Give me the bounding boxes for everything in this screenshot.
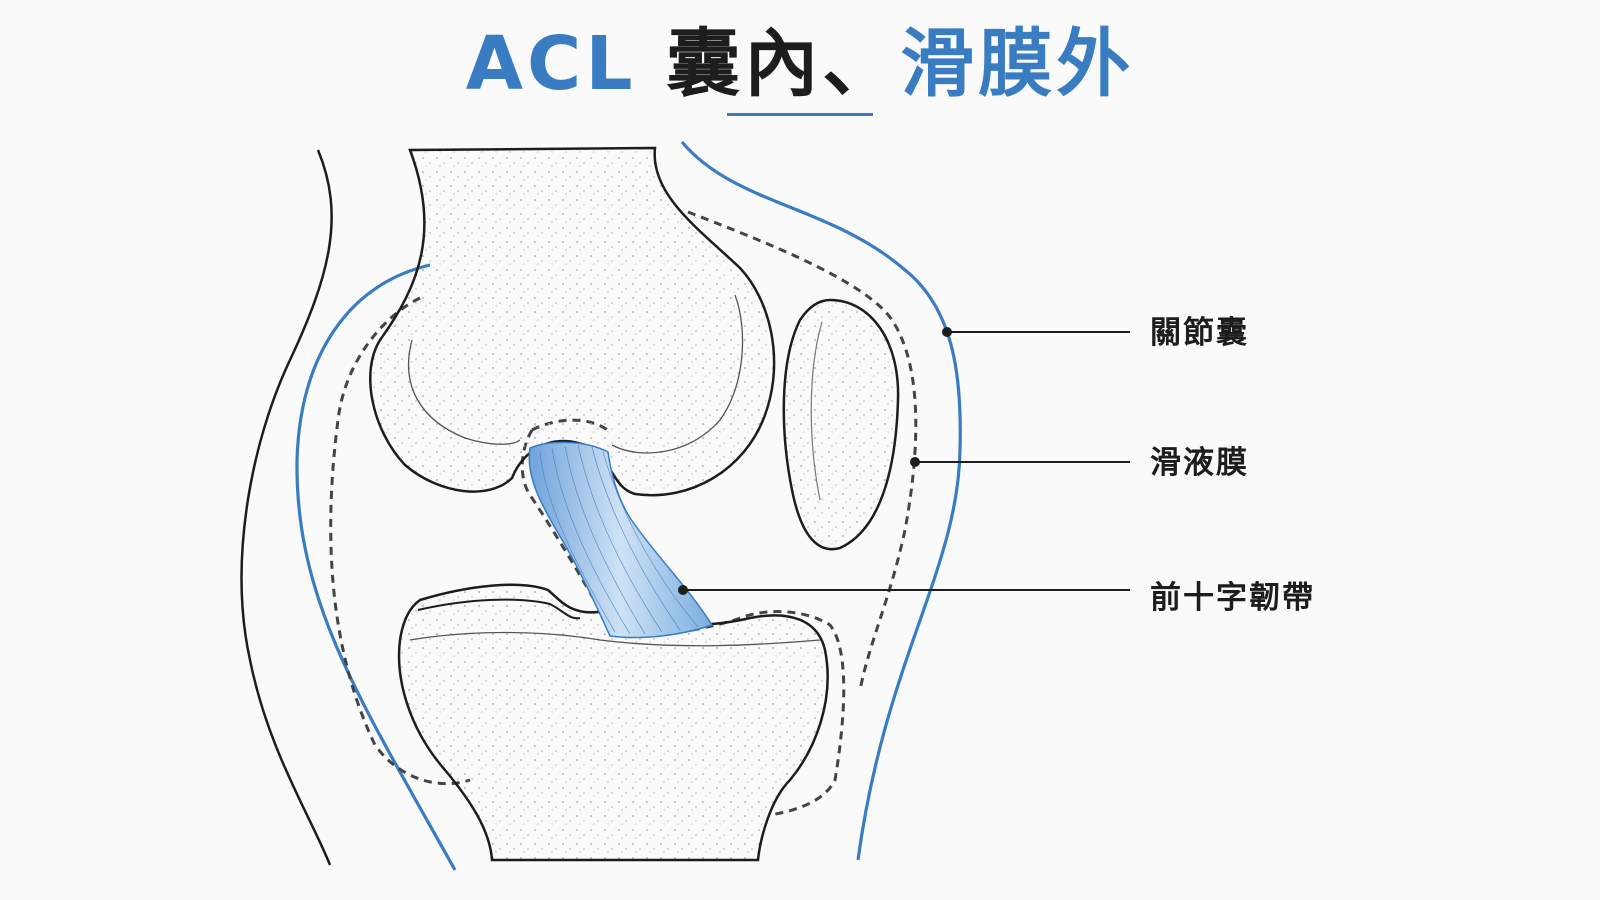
title-extrasynovial: 滑膜外: [900, 21, 1135, 107]
joint-capsule-left: [295, 263, 457, 871]
title-underline: [727, 113, 873, 116]
synovium-leader-dot: [910, 457, 920, 467]
title-intracapsular: 囊內: [666, 21, 823, 107]
title-separator: 、: [822, 21, 901, 107]
patella-inner-line: [810, 321, 823, 501]
femur-cartilage-line-right: [611, 294, 744, 454]
synovium-right: [687, 210, 918, 691]
acl-ligament: [528, 441, 714, 639]
capsule-leader-dot: [942, 327, 952, 337]
page-title: ACL 囊內、滑膜外: [0, 14, 1600, 114]
label-synovial-membrane: 滑液膜: [1150, 445, 1249, 481]
acl-fibers: [539, 444, 699, 635]
tibia: [397, 583, 829, 862]
title-acl: ACL: [465, 21, 667, 107]
acl-leader-dot: [678, 585, 688, 595]
label-joint-capsule: 關節囊: [1150, 315, 1249, 351]
tibia-cartilage-line: [409, 631, 821, 647]
patella: [782, 298, 900, 551]
label-acl: 前十字韌帶: [1150, 580, 1315, 616]
synovium-left: [329, 296, 471, 786]
femur-cartilage-line: [407, 339, 521, 445]
meniscus-medial: [417, 598, 581, 620]
skin-outline-left: [240, 149, 333, 866]
joint-capsule-right: [680, 140, 962, 861]
